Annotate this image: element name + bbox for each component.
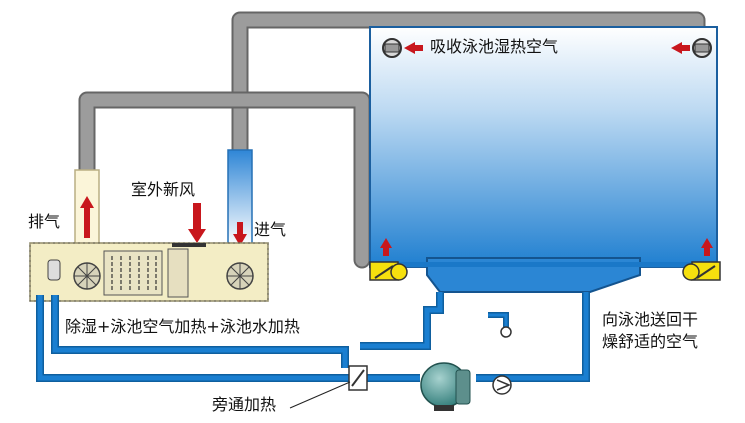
red-arrow-icon — [404, 42, 423, 54]
red-arrow-icon — [80, 196, 94, 238]
red-arrow-icon — [671, 42, 690, 54]
valve-icon — [500, 326, 512, 338]
exhaust-label: 排气 — [28, 212, 61, 231]
valve-icon — [382, 38, 402, 58]
pump-icon — [492, 375, 512, 395]
supply-valve-left — [369, 261, 408, 281]
supply-in-label: 进气 — [254, 220, 287, 239]
supply-valve-right — [682, 261, 721, 281]
pool-room — [369, 26, 718, 293]
fan-icon — [73, 262, 101, 290]
filter-tank-icon — [420, 362, 471, 411]
red-arrow-icon — [233, 222, 247, 246]
red-arrow-icon — [380, 238, 392, 256]
bypass-leader-line — [289, 381, 351, 409]
lower-supply-duct — [78, 91, 371, 269]
bypass-heating-label: 旁通加热 — [212, 395, 277, 414]
water-pipe-network — [36, 292, 590, 382]
red-arrow-icon — [188, 203, 206, 243]
pool-intake-label: 吸收泳池湿热空气 — [430, 37, 559, 56]
red-arrow-icon — [701, 238, 713, 256]
bypass-valve — [348, 365, 368, 391]
dehumidifier-unit — [29, 242, 269, 302]
air-duct-system — [78, 11, 706, 269]
return-air-label-line2: 燥舒适的空气 — [602, 332, 699, 351]
fan-icon — [226, 262, 254, 290]
valve-icon — [692, 38, 712, 58]
unit-function-label: 除湿+泳池空气加热+泳池水加热 — [63, 317, 302, 336]
fresh-air-label: 室外新风 — [131, 180, 196, 199]
return-air-label-line1: 向泳池送回干 — [602, 310, 699, 329]
